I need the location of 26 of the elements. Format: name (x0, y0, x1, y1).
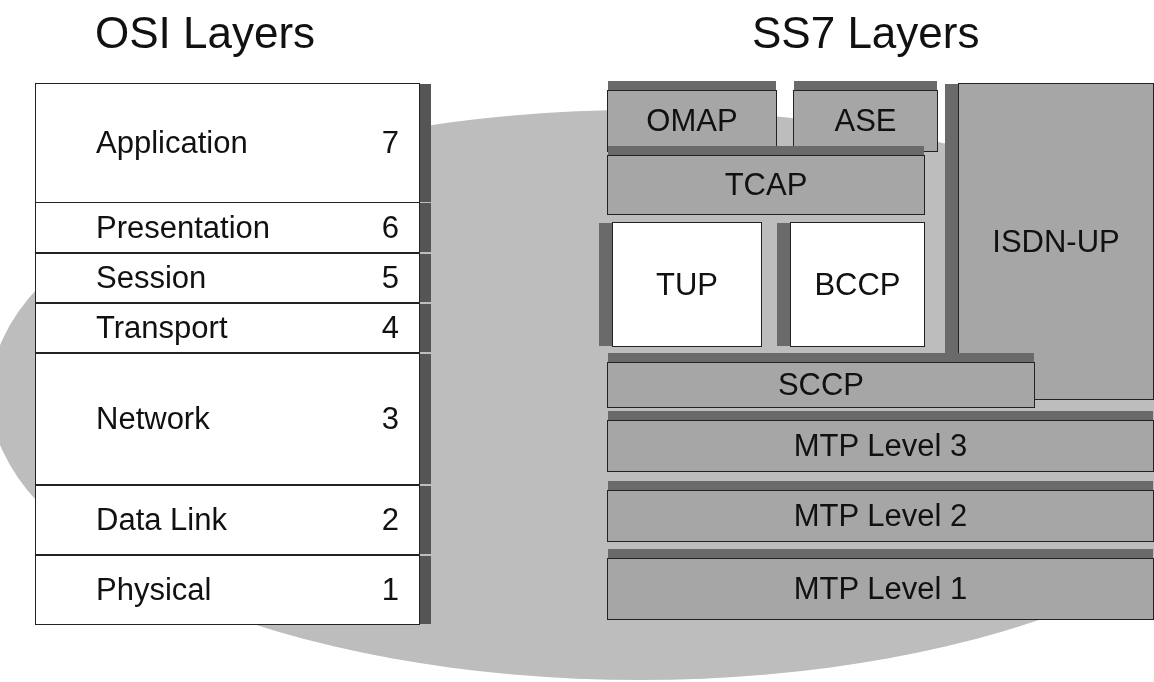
layer-name: MTP Level 1 (793, 571, 968, 607)
layer-name: OMAP (646, 103, 738, 139)
layer-name: BCCP (814, 266, 901, 303)
layer-number: 7 (381, 125, 399, 161)
layer-name: TUP (656, 266, 718, 303)
layer-name: ASE (834, 103, 897, 139)
layer-number: 1 (381, 572, 399, 608)
layer-name: MTP Level 3 (793, 428, 968, 464)
layer-name: Physical (96, 572, 212, 608)
layer-name: ISDN-UP (992, 223, 1120, 260)
column-heading: OSI Layers (95, 8, 316, 58)
layer-number: 3 (381, 401, 399, 437)
layer-name: Presentation (96, 209, 271, 246)
layer-number: 2 (381, 502, 399, 538)
layer-name: MTP Level 2 (793, 498, 968, 534)
layer-name: SCCP (777, 367, 865, 403)
layer-name: Application (96, 125, 248, 161)
column-heading: SS7 Layers (752, 8, 980, 58)
layer-name: Session (96, 260, 207, 296)
layer-name: TCAP (724, 167, 808, 203)
layer-number: 4 (381, 310, 399, 346)
layer-number: 6 (381, 209, 399, 246)
layer-name: Network (96, 401, 210, 437)
layer-name: Transport (96, 310, 228, 346)
layer-number: 5 (381, 260, 399, 296)
layer-name: Data Link (96, 502, 227, 538)
